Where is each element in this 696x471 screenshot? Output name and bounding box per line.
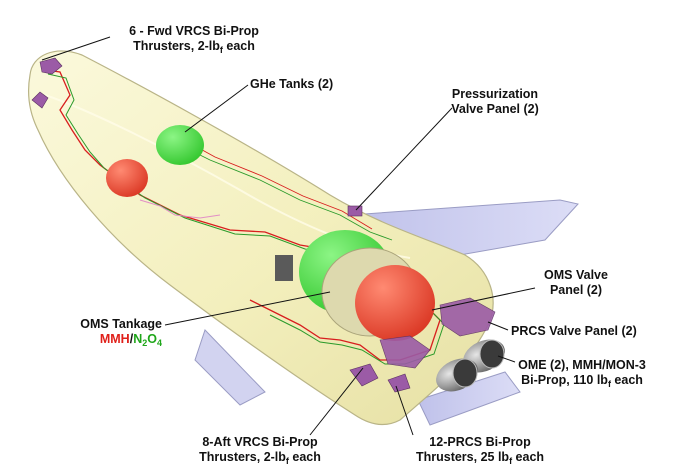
plumbing-pink [139,199,221,219]
leader-prcs-thrusters [395,385,414,436]
plumbing-red-upper [194,145,373,230]
leader-fwd-vrcs [41,36,111,61]
label-aft-vrcs-thrusters: 8-Aft VRCS Bi-Prop Thrusters, 2-lbf each [186,435,334,466]
aft-vrcs-line2-sub: f [285,456,289,466]
leader-aft-vrcs [309,367,364,436]
pressurization-line1: Pressurization [451,87,539,101]
lower-body-flap [417,371,521,426]
prcs-thrusters-line2-sub: f [509,456,513,466]
oms-tankage-line2: MMH/N2O4 [62,332,162,348]
prcs-thrusters-line2: Thrusters, 25 lbf each [402,450,558,466]
leader-ome [497,355,516,363]
label-ome: OME (2), MMH/MON-3 Bi-Prop, 110 lbf each [512,358,652,389]
label-oms-valve-panel: OMS Valve Panel (2) [540,268,612,298]
leader-prcs-valve [487,321,509,331]
oms-tankage-n2o4: N2O4 [133,332,162,348]
n2o4-o: O [147,332,157,346]
prcs-valve-text: PRCS Valve Panel (2) [511,324,637,338]
pressurization-valve-panel [347,205,363,217]
hardware-cluster-aft [379,297,496,369]
ghe-tank-1 [156,125,204,165]
oms-valve-line1: OMS Valve [544,268,608,282]
fwd-vrcs-line2: Thrusters, 2-lbf each [112,39,276,55]
prcs-thrusters-line2-post: each [512,450,545,464]
oms-tankage-line1: OMS Tankage [80,317,162,331]
leader-oms-valve [431,287,536,311]
leader-lines [41,36,536,436]
lower-wing [194,329,266,406]
label-pressurization-valve-panel: Pressurization Valve Panel (2) [440,87,550,117]
ome-line2-sub: f [607,379,611,389]
fwd-vrcs-line2-pre: Thrusters, 2-lb [133,39,220,53]
oms-tankage-mmh: MMH [99,332,130,346]
oms-valve-line2: Panel (2) [549,283,603,297]
ome-line2: Bi-Prop, 110 lbf each [512,373,652,389]
label-prcs-valve-panel: PRCS Valve Panel (2) [511,324,637,339]
label-fwd-vrcs-thrusters: 6 - Fwd VRCS Bi-Prop Thrusters, 2-lbf ea… [112,24,276,55]
n2o4-n: N [133,332,143,346]
plumbing-green-upper [189,149,393,241]
oms-tankage-slash: / [129,332,134,346]
label-oms-tankage: OMS Tankage MMH/N2O4 [62,317,162,348]
hardware-cluster-lower [349,363,411,393]
aft-vrcs-line1: 8-Aft VRCS Bi-Prop [202,435,318,449]
prcs-thrusters-line2-pre: Thrusters, 25 lb [415,450,510,464]
leader-pressurization [355,107,453,211]
avionics-box [275,255,293,281]
leader-ghe-tanks [184,84,249,133]
ome-nozzle-1-exit [479,339,505,369]
aft-vrcs-line2: Thrusters, 2-lbf each [186,450,334,466]
fwd-vrcs-line2-sub: f [219,45,223,55]
fwd-vrcs-line2-post: each [222,39,255,53]
label-prcs-thrusters: 12-PRCS Bi-Prop Thrusters, 25 lbf each [402,435,558,466]
ghe-tank-2 [106,159,148,197]
ghe-tanks-text: GHe Tanks (2) [250,77,334,91]
ome-nozzle-2-exit [452,358,478,388]
aft-vrcs-line2-post: each [288,450,321,464]
ome-line1: OME (2), MMH/MON-3 [518,358,646,372]
pressurization-line2: Valve Panel (2) [451,102,539,116]
fwd-vrcs-line1: 6 - Fwd VRCS Bi-Prop [129,24,259,38]
oms-mmh-tank [355,265,435,341]
n2o4-sub2: 4 [156,338,162,348]
prcs-thrusters-line1: 12-PRCS Bi-Prop [429,435,531,449]
ome-line2-pre: Bi-Prop, 110 lb [521,373,608,387]
leader-oms-tankage [164,291,331,326]
hardware-cluster-fwd [31,57,63,109]
ome-line2-post: each [610,373,643,387]
n2o4-sub1: 2 [142,338,148,348]
aft-vrcs-line2-pre: Thrusters, 2-lb [199,450,286,464]
label-ghe-tanks: GHe Tanks (2) [250,77,333,92]
